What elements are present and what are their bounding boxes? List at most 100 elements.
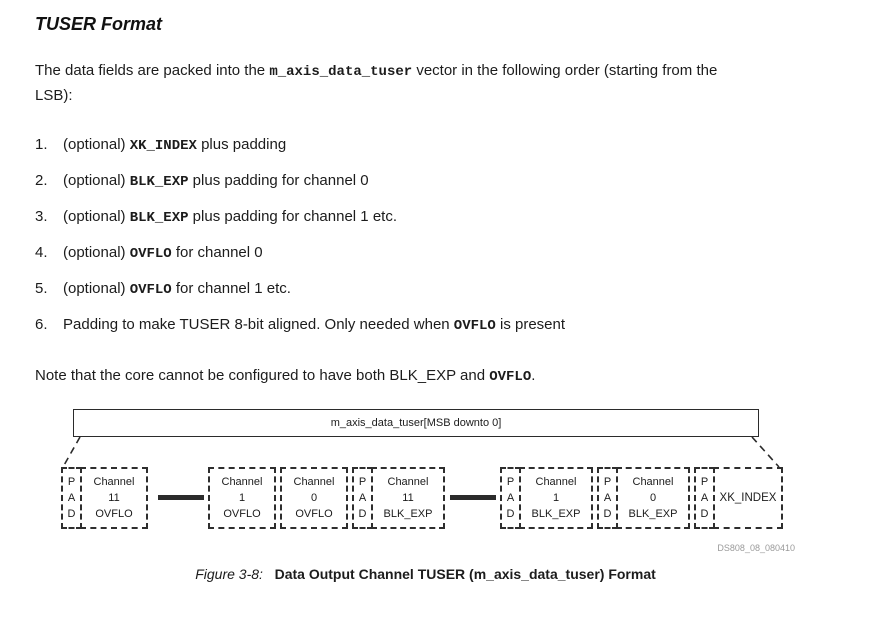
field-group-ovflo-top: P A D Channel 11 OVFLO	[61, 467, 148, 529]
list-item-text: (optional) XK_INDEX plus padding	[63, 133, 286, 158]
channel-box-line: 11	[402, 492, 414, 504]
list-item-code: OVFLO	[129, 282, 172, 298]
list-item: 3. (optional) BLK_EXP plus padding for c…	[35, 205, 831, 230]
channel-1-ovflo-box: Channel 1 OVFLO	[208, 467, 276, 529]
list-item-pre: (optional)	[63, 208, 130, 225]
pad-letter: D	[700, 508, 709, 520]
list-item-code: OVFLO	[453, 318, 496, 334]
list-item: 6. Padding to make TUSER 8-bit aligned. …	[35, 313, 831, 338]
figure-caption-title: Data Output Channel TUSER (m_axis_data_t…	[274, 566, 656, 582]
channel-box-line: BLK_EXP	[531, 508, 581, 520]
list-item-post: is present	[495, 316, 566, 333]
list-item-pre: (optional)	[63, 280, 130, 297]
pad-letter: D	[358, 508, 367, 520]
field-pair: P A D XK_INDEX	[694, 467, 783, 529]
list-item-pre: (optional)	[63, 172, 130, 189]
pad-letter: A	[67, 492, 76, 504]
list-item: 1. (optional) XK_INDEX plus padding	[35, 133, 831, 158]
channel-1-blkexp-box: Channel 1 BLK_EXP	[519, 467, 593, 529]
channel-box-line: Channel	[93, 476, 135, 488]
intro-code-signal: m_axis_data_tuser	[269, 64, 413, 80]
field-pair: P A D Channel 0 BLK_EXP	[597, 467, 690, 529]
pad-letter: D	[603, 508, 612, 520]
ellipsis-bar	[158, 495, 204, 500]
list-item-post: for channel 1 etc.	[171, 280, 291, 297]
pad-box: P A D	[61, 467, 82, 529]
list-item-code: XK_INDEX	[129, 138, 197, 154]
pad-box: P A D	[352, 467, 373, 529]
field-group-ovflo-low: Channel 1 OVFLO Channel 0 OVFLO P A D Ch…	[208, 467, 445, 529]
figure-watermark: DS808_08_080410	[717, 543, 795, 553]
figure-caption: Figure 3-8: Data Output Channel TUSER (m…	[0, 566, 851, 582]
note-text-before: Note that the core cannot be configured …	[35, 367, 490, 384]
pad-box: P A D	[694, 467, 715, 529]
channel-box-line: Channel	[535, 476, 577, 488]
tuser-format-figure: m_axis_data_tuser[MSB downto 0] P A D Ch…	[0, 400, 871, 565]
channel-box-line: 11	[108, 492, 120, 504]
channel-box-line: OVFLO	[295, 508, 333, 520]
list-item-pre: (optional)	[63, 136, 130, 153]
list-item-pre: (optional)	[63, 244, 130, 261]
channel-box-line: Channel	[387, 476, 429, 488]
channel-box-line: Channel	[632, 476, 674, 488]
xk-index-box: XK_INDEX	[713, 467, 783, 529]
list-item-post: plus padding for channel 1 etc.	[188, 208, 397, 225]
pad-letter: A	[700, 492, 709, 504]
list-item-code: BLK_EXP	[129, 174, 189, 190]
channel-box-line: BLK_EXP	[383, 508, 433, 520]
channel-11-ovflo-box: Channel 11 OVFLO	[80, 467, 148, 529]
list-item-number: 6.	[35, 316, 48, 333]
pad-letter: A	[603, 492, 612, 504]
intro-text-before: The data fields are packed into the	[35, 62, 270, 79]
intro-paragraph: The data fields are packed into the m_ax…	[35, 59, 725, 108]
bus-vector-rectangle: m_axis_data_tuser[MSB downto 0]	[73, 409, 759, 437]
list-item-post: for channel 0	[171, 244, 263, 261]
list-item-text: (optional) OVFLO for channel 1 etc.	[63, 277, 291, 302]
section-heading: TUSER Format	[35, 14, 163, 34]
field-group-blkexp-xk: P A D Channel 1 BLK_EXP P A D Channel	[500, 467, 783, 529]
figure-caption-label: Figure 3-8:	[195, 566, 263, 582]
bus-vector-label: m_axis_data_tuser[MSB downto 0]	[330, 417, 502, 429]
left-connector-line	[62, 436, 81, 468]
pad-box: P A D	[597, 467, 618, 529]
channel-box-line: OVFLO	[95, 508, 133, 520]
list-item-number: 1.	[35, 136, 48, 153]
pad-letter: P	[603, 476, 612, 488]
list-item-code: OVFLO	[129, 246, 172, 262]
pad-letter: P	[358, 476, 367, 488]
channel-11-blkexp-box: Channel 11 BLK_EXP	[371, 467, 445, 529]
list-item-number: 4.	[35, 244, 48, 261]
channel-0-blkexp-box: Channel 0 BLK_EXP	[616, 467, 690, 529]
field-pair: P A D Channel 1 BLK_EXP	[500, 467, 593, 529]
channel-box-line: 1	[238, 492, 246, 504]
channel-box-line: Channel	[221, 476, 263, 488]
ellipsis-bar	[450, 495, 496, 500]
note-code-signal: OVFLO	[489, 369, 532, 385]
list-item-number: 2.	[35, 172, 48, 189]
xk-index-label: XK_INDEX	[719, 492, 777, 504]
field-pair: P A D Channel 11 BLK_EXP	[352, 467, 445, 529]
list-item-text: (optional) BLK_EXP plus padding for chan…	[63, 205, 397, 230]
channel-box-line: 1	[552, 492, 560, 504]
list-item-text: Padding to make TUSER 8-bit aligned. Onl…	[63, 313, 565, 338]
channel-box-line: 0	[649, 492, 657, 504]
list-item-text: (optional) OVFLO for channel 0	[63, 241, 263, 266]
pad-letter: D	[506, 508, 515, 520]
field-pair: P A D Channel 11 OVFLO	[61, 467, 148, 529]
list-item: 4. (optional) OVFLO for channel 0	[35, 241, 831, 266]
channel-box-line: Channel	[293, 476, 335, 488]
intro-text-after: vector in the following order (starting …	[35, 62, 718, 104]
list-item: 2. (optional) BLK_EXP plus padding for c…	[35, 169, 831, 194]
channel-box-line: 0	[310, 492, 318, 504]
pad-letter: P	[67, 476, 76, 488]
list-item-code: BLK_EXP	[129, 210, 189, 226]
list-item-post: plus padding	[196, 136, 287, 153]
list-item-post: plus padding for channel 0	[188, 172, 369, 189]
pad-letter: A	[506, 492, 515, 504]
list-item-number: 3.	[35, 208, 48, 225]
list-item: 5. (optional) OVFLO for channel 1 etc.	[35, 277, 831, 302]
ordered-list: 1. (optional) XK_INDEX plus padding 2. (…	[35, 133, 831, 338]
list-item-pre: Padding to make TUSER 8-bit aligned. Onl…	[63, 316, 454, 333]
pad-letter: D	[67, 508, 76, 520]
